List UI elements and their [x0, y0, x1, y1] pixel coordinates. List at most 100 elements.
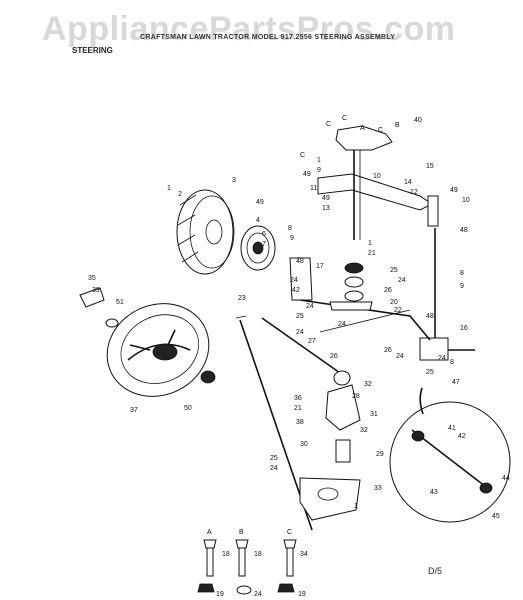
callout-18b: 18: [254, 551, 262, 558]
callout-50: 50: [184, 405, 192, 412]
callout-labels: 40 C C A C B C 1 9 49 10 11 15 14 12 49 …: [88, 115, 510, 598]
fastener-legend: [197, 539, 297, 595]
steering-cap-39: [79, 287, 105, 308]
callout-24g: 24: [438, 355, 446, 362]
callout-24a: 24: [398, 277, 406, 284]
callout-25d: 25: [270, 455, 278, 462]
callout-26a: 26: [384, 287, 392, 294]
page-code: D/5: [428, 566, 443, 576]
callout-37: 37: [130, 407, 138, 414]
callout-7: 7: [262, 241, 266, 248]
callout-8c: 8: [450, 359, 454, 366]
callout-18a: 18: [222, 551, 230, 558]
callout-32b: 32: [360, 427, 368, 434]
callout-1b: 1: [167, 185, 171, 192]
callout-24i: 24: [254, 591, 262, 598]
diagram-header: CRAFTSMAN LAWN TRACTOR MODEL 917.2556 ST…: [140, 34, 396, 41]
callout-25a: 25: [390, 267, 398, 274]
callout-24f: 24: [396, 353, 404, 360]
callout-33: 33: [374, 485, 382, 492]
callout-2: 2: [178, 191, 182, 198]
callout-1a: 1: [317, 157, 321, 164]
callout-13: 13: [322, 205, 330, 212]
callout-25b: 25: [296, 313, 304, 320]
callout-c-top: C: [300, 152, 305, 159]
callout-48c: 48: [426, 313, 434, 320]
fastener-b-label: B: [239, 529, 244, 536]
callout-39: 39: [92, 287, 100, 294]
callout-fastener-c-1: C: [326, 121, 331, 128]
callout-17: 17: [316, 263, 324, 270]
callout-49c: 49: [322, 195, 330, 202]
watermark: AppliancePartsPros.com: [42, 10, 456, 48]
callout-49a: 49: [303, 171, 311, 178]
callout-40: 40: [414, 117, 422, 124]
callout-24h: 24: [270, 465, 278, 472]
spindle-16: [419, 337, 449, 361]
callout-8a: 8: [288, 225, 292, 232]
callout-20: 20: [390, 299, 398, 306]
callout-38: 38: [296, 419, 304, 426]
callout-9a: 9: [317, 167, 321, 174]
steering-bracket-33: [299, 477, 361, 521]
callout-24c: 24: [306, 303, 314, 310]
callout-47: 47: [452, 379, 460, 386]
section-title: STEERING: [72, 46, 113, 55]
callout-25c: 25: [426, 369, 434, 376]
callout-21b: 21: [294, 405, 302, 412]
spindle-left: [289, 257, 313, 301]
callout-10b: 10: [462, 197, 470, 204]
callout-9c: 9: [460, 283, 464, 290]
callout-11: 11: [310, 185, 317, 192]
drag-link-22: [261, 317, 351, 381]
callout-fastener-b-1: B: [395, 122, 400, 129]
callout-42a: 42: [292, 287, 300, 294]
callout-fastener-c-3: C: [378, 127, 383, 134]
callout-15: 15: [426, 163, 434, 170]
callout-29: 29: [376, 451, 384, 458]
adapter-50: [200, 370, 216, 384]
callout-48a: 48: [460, 227, 468, 234]
callout-6: 6: [262, 231, 266, 238]
callout-28: 28: [352, 393, 360, 400]
steering-wheel: [106, 303, 210, 397]
callout-24e: 24: [296, 329, 304, 336]
callout-41: 41: [448, 425, 456, 432]
callout-42b: 42: [458, 433, 466, 440]
callout-8b: 8: [460, 270, 464, 277]
callout-49b: 49: [450, 187, 458, 194]
fastener-c-label: C: [287, 529, 292, 536]
callout-26c: 26: [384, 347, 392, 354]
front-axle: [317, 125, 439, 240]
callout-21a: 21: [368, 250, 376, 257]
washer-51: [105, 318, 119, 328]
callout-19b: 19: [298, 591, 306, 598]
callout-51: 51: [116, 299, 124, 306]
callout-24b: 24: [290, 277, 298, 284]
callout-1c: 1: [368, 240, 372, 247]
callout-10a: 10: [373, 173, 381, 180]
callout-3: 3: [232, 177, 236, 184]
tie-rod-detail: [389, 387, 511, 523]
callout-44: 44: [502, 475, 510, 482]
callout-31: 31: [370, 411, 378, 418]
callout-32a: 32: [364, 381, 372, 388]
tire-wheel: [176, 189, 235, 275]
callout-34: 34: [300, 551, 308, 558]
sector-gear-31: [325, 370, 361, 463]
callout-36: 36: [294, 395, 302, 402]
callout-19a: 19: [216, 591, 224, 598]
callout-14: 14: [404, 179, 412, 186]
fastener-a-label: A: [207, 529, 212, 536]
callout-9b: 9: [290, 235, 294, 242]
callout-12: 12: [410, 189, 418, 196]
callout-26b: 26: [330, 353, 338, 360]
wheel-rim: [240, 225, 276, 271]
callout-22: 22: [394, 307, 402, 314]
callout-23: 23: [238, 295, 246, 302]
callout-1d: 1: [354, 503, 358, 510]
callout-30: 30: [300, 441, 308, 448]
callout-fastener-c-2: C: [342, 115, 347, 122]
